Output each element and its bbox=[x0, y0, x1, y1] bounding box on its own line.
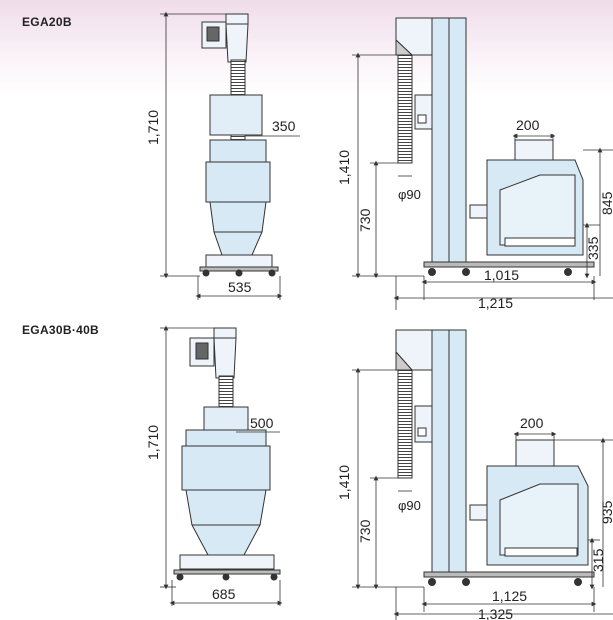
side-view-ega20b bbox=[395, 17, 595, 276]
side-dimensions-ega20b bbox=[352, 52, 613, 310]
header-gradient bbox=[0, 0, 613, 95]
front-dimensions-ega20b bbox=[160, 11, 300, 300]
side-pipe-ega30b-40b: φ90 bbox=[398, 498, 421, 513]
front-view-ega30b-40b bbox=[173, 327, 281, 581]
front-height-ega20b: 1,710 bbox=[145, 110, 161, 145]
front-width-base-ega20b: 535 bbox=[228, 279, 252, 295]
side-dimensions-ega30b-40b bbox=[352, 367, 613, 620]
front-dimensions-ega30b-40b bbox=[160, 325, 283, 606]
side-depth-total-ega30b-40b: 1,325 bbox=[478, 606, 513, 620]
front-view-ega20b bbox=[199, 13, 279, 277]
front-width-top-ega30b-40b: 500 bbox=[250, 415, 274, 431]
front-width-top-ega20b: 350 bbox=[272, 118, 296, 134]
front-height-ega30b-40b: 1,710 bbox=[145, 425, 161, 460]
side-depth-inner-ega30b-40b: 1,125 bbox=[492, 588, 527, 604]
model-label-ega30b-40b: EGA30B·40B bbox=[22, 323, 100, 337]
side-height-low-ega30b-40b: 315 bbox=[590, 548, 606, 572]
side-height-low-ega20b: 335 bbox=[585, 236, 601, 260]
section-ega30b-40b: 1,710 500 685 bbox=[145, 325, 613, 620]
side-height-body-ega30b-40b: 935 bbox=[599, 500, 613, 524]
side-view-ega30b-40b bbox=[395, 329, 595, 586]
model-label-ega20b: EGA20B bbox=[22, 15, 72, 29]
front-width-base-ega30b-40b: 685 bbox=[212, 586, 236, 602]
side-depth-total-ega20b: 1,215 bbox=[478, 295, 513, 311]
side-height-outlet-ega20b: 730 bbox=[357, 208, 373, 232]
section-ega20b: 1,710 350 535 bbox=[145, 11, 613, 311]
side-height-feed-ega30b-40b: 1,410 bbox=[336, 465, 352, 500]
side-depth-inner-ega20b: 1,015 bbox=[484, 267, 519, 283]
side-pipe-ega20b: φ90 bbox=[398, 187, 421, 202]
side-height-body-ega20b: 845 bbox=[599, 191, 613, 215]
side-width-hopper-ega20b: 200 bbox=[516, 117, 540, 133]
side-height-outlet-ega30b-40b: 730 bbox=[357, 519, 373, 543]
side-width-hopper-ega30b-40b: 200 bbox=[520, 415, 544, 431]
side-height-feed-ega20b: 1,410 bbox=[336, 150, 352, 185]
